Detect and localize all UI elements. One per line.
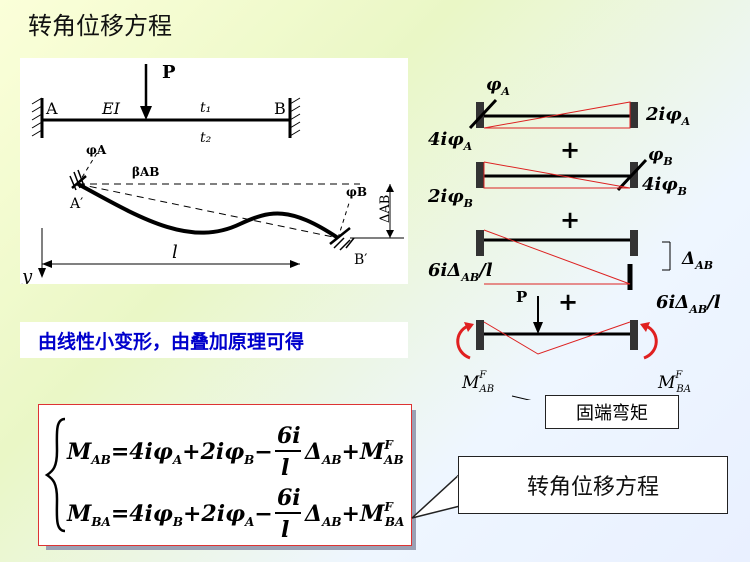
- load-arrow-head: [140, 106, 152, 120]
- temp-top-label: t₁: [200, 100, 211, 116]
- case-rotation-b: [476, 158, 648, 192]
- a-prime-label: A′: [69, 196, 83, 212]
- page-title: 转角位移方程: [28, 12, 172, 40]
- svg-text:l: l: [281, 517, 289, 543]
- rotation-b-symbol: φB: [648, 145, 673, 168]
- end-a-label: A: [45, 99, 58, 118]
- rotation-a-symbol: φA: [486, 75, 510, 98]
- b-prime-label: B′: [354, 252, 367, 268]
- superposition-caption: 由线性小变形，由叠加原理可得: [20, 322, 408, 358]
- case-translation: [476, 229, 671, 290]
- brace: [44, 417, 66, 533]
- load-label: P: [162, 62, 176, 83]
- length-label: l: [172, 242, 178, 263]
- stiffness-label: EI: [101, 99, 121, 118]
- right-fixed-support: [288, 97, 301, 138]
- temp-bottom-label: t₂: [200, 130, 212, 146]
- plus-sign-3: +: [558, 287, 578, 316]
- delta-ab-label: ΔAB: [378, 195, 393, 223]
- beta-ab-label: βAB: [132, 165, 159, 179]
- callout-pointer: [411, 472, 461, 519]
- phi-a-label: φA: [86, 143, 107, 157]
- case-load: [456, 296, 658, 360]
- plus-sign-2: +: [560, 205, 580, 234]
- load-p-label: P: [516, 288, 527, 306]
- deformed-shape: [69, 147, 404, 251]
- left-fixed-support: [31, 97, 44, 138]
- translation-delta: ΔAB: [681, 249, 713, 272]
- beam-diagram: P A B EI t₁ t₂ φA βAB φB ΔAB A′ B′: [21, 62, 404, 287]
- equation-callout: 转角位移方程: [458, 456, 728, 514]
- moment-4i-phi-a: 4iφA: [428, 129, 473, 153]
- moment-6i-delta-right: 6iΔAB/l: [656, 292, 721, 316]
- moment-2i-phi-b: 2iφB: [427, 186, 473, 210]
- svg-text:6i: 6i: [277, 423, 301, 449]
- svg-text:MAB=4iφA+2iφB−: MAB=4iφA+2iφB−: [66, 439, 273, 467]
- superposition-diagram: φA 4iφA 2iφA + φB 2iφB 4iφB + ΔAB 6iΔAB/…: [427, 75, 721, 400]
- end-b-label: B: [274, 99, 286, 118]
- moment-6i-delta-left: 6iΔAB/l: [428, 260, 493, 284]
- plus-sign-1: +: [560, 135, 580, 164]
- beam-diagram-panel: P A B EI t₁ t₂ φA βAB φB ΔAB A′ B′: [20, 58, 408, 287]
- svg-text:MBA=4iφB+2iφA−: MBA=4iφB+2iφA−: [66, 501, 273, 529]
- moment-4i-phi-b: 4iφB: [642, 174, 687, 198]
- moment-2i-phi-a: 2iφA: [645, 104, 691, 128]
- phi-b-label: φB: [346, 185, 367, 199]
- svg-text:6i: 6i: [277, 485, 301, 511]
- y-axis-label: y: [21, 266, 33, 284]
- fixed-end-moment-label: 固端弯矩: [545, 395, 679, 429]
- svg-text:l: l: [281, 455, 289, 481]
- label-leader-line: [511, 395, 532, 400]
- case-rotation-a: [468, 98, 638, 130]
